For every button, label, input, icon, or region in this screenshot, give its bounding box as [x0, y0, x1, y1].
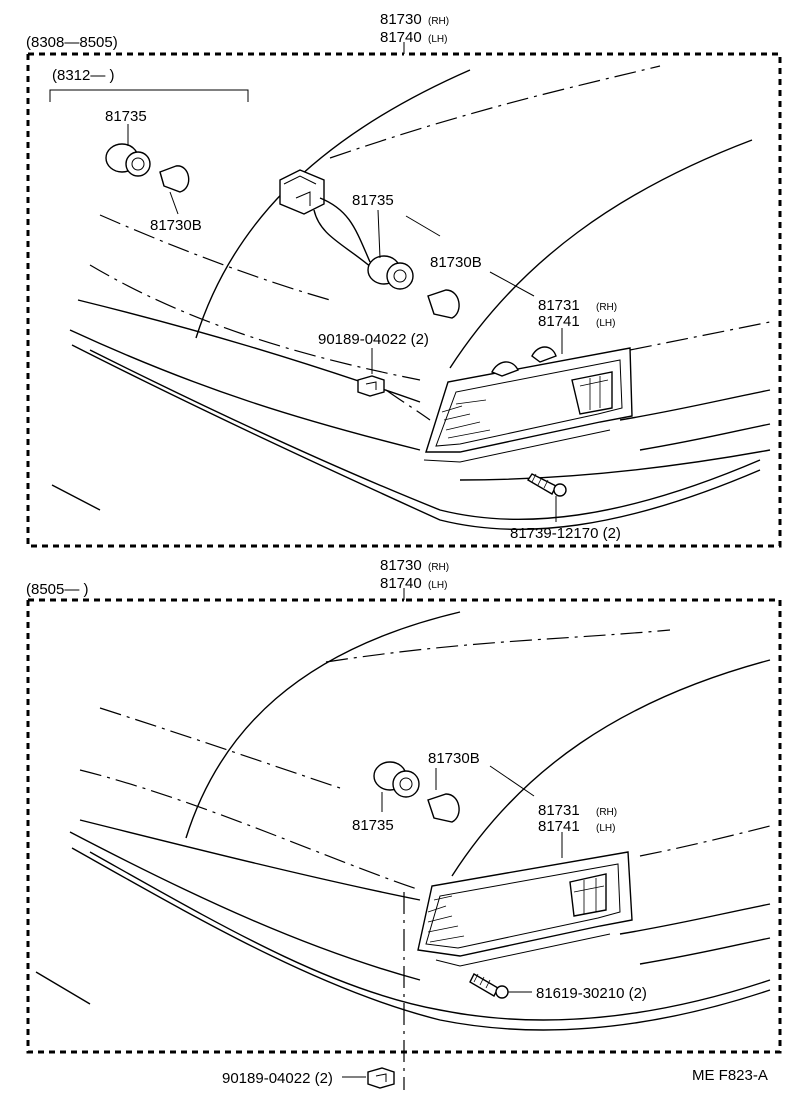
- top-body-line-14: [51, 484, 101, 511]
- top-connector: [279, 169, 325, 215]
- bottom-lens-rh-number: 81731: [538, 802, 580, 819]
- bottom-bulb: [427, 793, 460, 823]
- top-lens-lh-side: (LH): [596, 318, 615, 329]
- top-socket-label: 81735: [352, 192, 394, 209]
- bottom-body-line-1: [185, 611, 461, 839]
- bottom-body-line-2: [325, 629, 671, 663]
- bottom-lens-lh-side: (LH): [596, 823, 615, 834]
- top-assembly-lh-side: (LH): [428, 34, 447, 45]
- bottom-socket-label: 81735: [352, 817, 394, 834]
- top-socket-leader-2: [405, 215, 441, 237]
- top-body-line-7: [89, 349, 761, 521]
- bottom-assembly-lh-side: (LH): [428, 580, 447, 591]
- bottom-section: 81730 (RH) 81740 (LH) (8505— ) 81735: [26, 557, 782, 1090]
- top-body-line-9: [99, 214, 331, 301]
- top-body-line-12: [639, 423, 771, 451]
- bottom-lens-rh-side: (RH): [596, 807, 617, 818]
- top-screw: [527, 473, 567, 497]
- top-clip-guide: [385, 389, 431, 421]
- bottom-body-line-7: [89, 851, 771, 1021]
- top-body-line-11: [619, 389, 771, 421]
- top-lens-rh-number: 81731: [538, 297, 580, 314]
- bottom-body-line-6: [71, 847, 771, 1031]
- top-lens-lh-number: 81741: [538, 313, 580, 330]
- top-lens-rh-side: (RH): [596, 302, 617, 313]
- top-bulb-leader: [489, 271, 535, 297]
- bottom-body-line-4: [79, 819, 421, 901]
- bottom-assembly-lh-number: 81740: [380, 575, 422, 592]
- bottom-date-range: (8505— ): [26, 581, 89, 598]
- top-body-line-10: [629, 321, 771, 351]
- diagram-code: ME F823-A: [692, 1067, 768, 1084]
- bottom-screw: [469, 973, 509, 999]
- top-body-line-8: [89, 264, 421, 381]
- bottom-bulb-leader-2: [489, 765, 535, 797]
- top-clip: [357, 375, 385, 397]
- bottom-body-line-13: [35, 971, 91, 1005]
- top-clip-label: 90189-04022 (2): [318, 331, 429, 348]
- top-sub-range-bracket: [49, 89, 249, 102]
- top-body-line-6: [71, 344, 761, 531]
- top-wire-2: [313, 209, 373, 269]
- top-assembly-rh-side: (RH): [428, 16, 449, 27]
- bottom-body-line-10: [639, 825, 771, 857]
- bottom-assembly-rh-number: 81730: [380, 557, 422, 574]
- top-lens-assembly: [423, 346, 633, 463]
- top-sub-bulb: [159, 165, 190, 193]
- bottom-body-line-3: [451, 659, 771, 877]
- top-sub-range: (8312— ): [52, 67, 115, 84]
- top-frame: [26, 52, 782, 548]
- top-section: 81730 (RH) 81740 (LH) (8308—8505) (8312—…: [26, 11, 782, 548]
- top-wire-1: [319, 197, 371, 263]
- top-date-range: (8308—8505): [26, 34, 118, 51]
- bottom-bulb-label: 81730B: [428, 750, 480, 767]
- bottom-socket: [373, 761, 420, 798]
- top-screw-label: 81739-12170 (2): [510, 525, 621, 542]
- bottom-screw-label: 81619-30210 (2): [536, 985, 647, 1002]
- top-sub-bulb-label: 81730B: [150, 217, 202, 234]
- top-bulb: [427, 289, 460, 319]
- bottom-frame: [26, 598, 782, 1054]
- bottom-assembly-rh-side: (RH): [428, 562, 449, 573]
- bottom-body-line-11: [619, 903, 771, 935]
- bottom-lens-assembly: [417, 851, 633, 967]
- top-assembly-rh-number: 81730: [380, 11, 422, 28]
- bottom-body-line-5: [69, 831, 421, 981]
- top-socket: [367, 255, 414, 290]
- top-body-line-2: [329, 65, 661, 159]
- top-sub-bulb-leader: [169, 191, 179, 215]
- bottom-lens-lh-number: 81741: [538, 818, 580, 835]
- top-sub-socket: [105, 143, 151, 177]
- bottom-body-line-8: [79, 769, 421, 891]
- top-socket-leader: [377, 209, 381, 259]
- bottom-clip-label: 90189-04022 (2): [222, 1070, 333, 1087]
- top-body-line-5: [69, 329, 421, 451]
- bottom-clip: [367, 1067, 395, 1089]
- top-bulb-label: 81730B: [430, 254, 482, 271]
- bottom-body-line-9: [99, 707, 341, 789]
- top-assembly-lh-number: 81740: [380, 29, 422, 46]
- top-sub-socket-label: 81735: [105, 108, 147, 125]
- top-body-line-3: [449, 139, 753, 369]
- bottom-body-line-12: [639, 937, 771, 965]
- top-body-line-13: [459, 449, 771, 481]
